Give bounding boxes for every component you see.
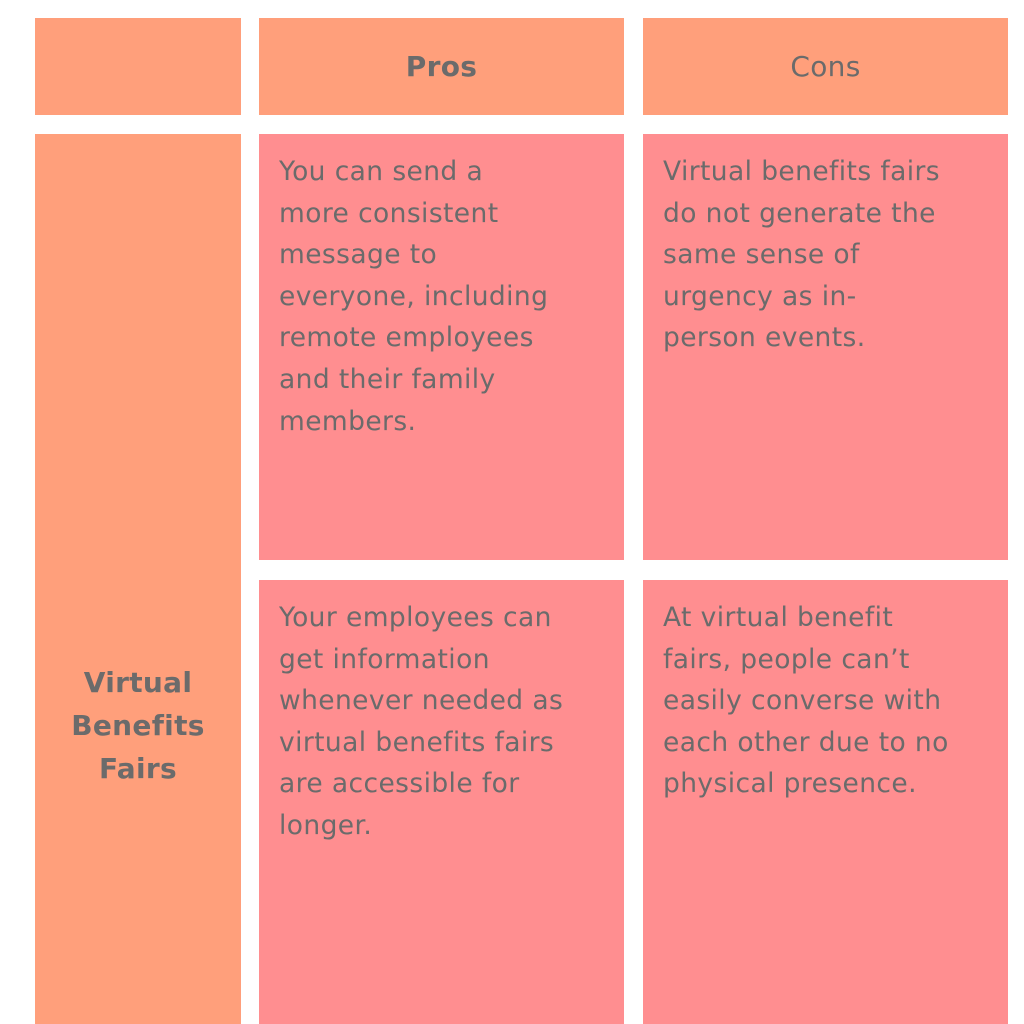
con-text-2: At virtual benefit fairs, people can’t e…: [663, 602, 949, 800]
pro-cell-1: You can send a more consistent message t…: [259, 134, 624, 560]
pro-text-2: Your employees can get information whene…: [279, 602, 564, 841]
header-corner-cell: [35, 18, 241, 115]
header-cons-label: Cons: [790, 50, 861, 83]
con-cell-1: Virtual benefits fairs do not generate t…: [643, 134, 1008, 560]
pro-cell-2: Your employees can get information whene…: [259, 580, 624, 1024]
con-cell-2: At virtual benefit fairs, people can’t e…: [643, 580, 1008, 1024]
row-label: Virtual Benefits Fairs: [71, 666, 205, 785]
row-label-cell: Virtual Benefits Fairs: [35, 134, 241, 1024]
header-pros-label: Pros: [405, 50, 478, 83]
header-cons-cell: Cons: [643, 18, 1008, 115]
con-text-1: Virtual benefits fairs do not generate t…: [663, 156, 940, 354]
pro-text-1: You can send a more consistent message t…: [279, 156, 549, 437]
header-pros-cell: Pros: [259, 18, 624, 115]
